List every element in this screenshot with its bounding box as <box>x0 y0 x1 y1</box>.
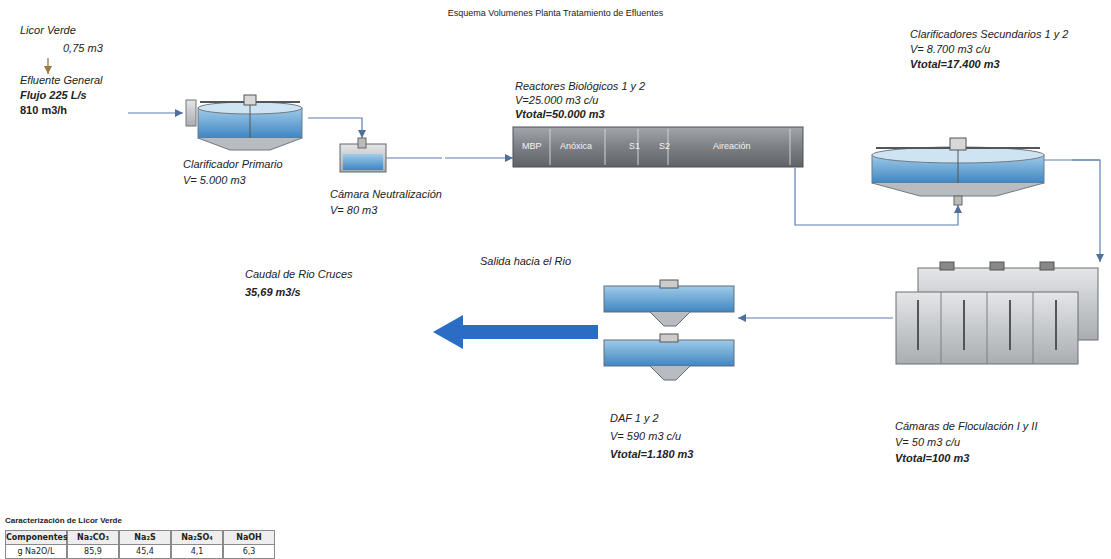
unit-label: Clarificadores Secundarios 1 y 2 <box>910 28 1068 41</box>
drawing-part <box>550 129 551 165</box>
flow-connector <box>128 112 183 113</box>
unit-label: V= 8.700 m3 c/u <box>910 43 990 56</box>
flow-connector <box>47 58 48 74</box>
unit-label: V= 50 m3 c/u <box>895 436 960 449</box>
table-cell: Na₂S <box>119 530 171 545</box>
drawing-part <box>940 262 954 270</box>
unit-label: Flujo 225 L/s <box>20 89 87 102</box>
flow-connector <box>795 168 958 225</box>
drawing-part <box>954 196 962 205</box>
equipment-unit: Clarificadores Secundarios 1 y 2 V= 8.700… <box>870 25 1072 205</box>
table-cell: Componentes <box>5 530 67 545</box>
drawing-part <box>198 138 302 150</box>
river-outflow-arrow <box>463 325 598 339</box>
flow-connector <box>308 118 362 138</box>
unit-label: Vtotal=1.180 m3 <box>610 448 693 461</box>
drawing-part <box>963 300 965 350</box>
edge-label: Salida hacia el Rio <box>478 255 573 268</box>
drawing-part <box>1009 300 1011 350</box>
zone-label: MBP <box>522 141 542 152</box>
unit-label: Cámaras de Floculación I y II <box>895 420 1037 433</box>
unit-label: Licor Verde <box>20 24 76 37</box>
flocculation-chambers-drawing <box>896 262 1098 364</box>
drawing-part <box>250 105 251 138</box>
equipment-unit: Cámara Neutralización V= 80 m3 <box>330 138 445 220</box>
unit-label: Reactores Biológicos 1 y 2 <box>515 80 645 93</box>
drawing-part <box>186 100 196 126</box>
unit-label: Vtotal=100 m3 <box>895 452 969 465</box>
drawing-part <box>896 292 1078 364</box>
source-label: Efluente GeneralFlujo 225 L/s 810 m3/h <box>18 74 128 120</box>
drawing-part <box>987 292 988 364</box>
drawing-part <box>513 127 803 167</box>
drawing-part <box>660 280 678 288</box>
drawing-part <box>990 262 1004 270</box>
river-label: Caudal de Rio Cruces 35,69 m3/s <box>243 266 433 346</box>
unit-label: Efluente General <box>20 74 103 87</box>
table-cell: 85,9 <box>67 544 119 559</box>
unit-label: V=25.000 m3 c/u <box>515 94 598 107</box>
table-cell: 45,4 <box>119 544 171 559</box>
drawing-part <box>358 138 366 148</box>
flow-connector <box>738 317 893 318</box>
unit-label: Cámara Neutralización <box>330 188 442 201</box>
zone-label: Aireación <box>713 141 751 152</box>
drawing-part <box>950 138 966 150</box>
drawing-part <box>604 340 734 366</box>
drawing-part <box>244 95 256 105</box>
unit-label: V= 80 m3 <box>330 204 377 217</box>
unit-label: 810 m3/h <box>20 104 67 117</box>
equipment-unit: DAF 1 y 2 V= 590 m3 c/uVtotal=1.180 m3 <box>598 282 738 472</box>
unit-label: Vtotal=50.000 m3 <box>515 108 605 121</box>
daf-units-drawing <box>604 280 734 380</box>
source-label: Licor Verde 0,75 m3 <box>18 22 128 58</box>
unit-label: Clarificador Primario <box>183 158 283 171</box>
primary-clarifier-drawing <box>186 95 302 150</box>
table-cell: Na₂SO₄ <box>171 530 223 545</box>
drawing-part <box>941 292 942 364</box>
drawing-part <box>958 150 959 183</box>
drawing-part <box>790 129 791 165</box>
unit-label: V= 5.000 m3 <box>183 174 246 187</box>
unit-label: DAF 1 y 2 <box>610 412 659 425</box>
flow-connector <box>1072 160 1100 262</box>
drawing-part <box>604 286 734 312</box>
table-cell: 4,1 <box>171 544 223 559</box>
equipment-unit: Cámaras de Floculación I y II V= 50 m3 c/… <box>893 262 1103 472</box>
drawing-part <box>605 129 606 165</box>
table-cell: 6,3 <box>223 544 275 559</box>
neutralization-chamber-drawing <box>340 138 442 172</box>
zone-label: S1 <box>629 141 640 152</box>
equipment-unit: Clarificador Primario V= 5.000 m3 <box>183 92 308 192</box>
diagram-title: Esquema Volumenes Planta Tratamiento de … <box>0 8 1111 19</box>
unit-label: 35,69 m3/s <box>245 286 301 299</box>
flow-connector <box>445 157 513 158</box>
table-cell: NaOH <box>223 530 275 545</box>
drawing-part <box>1055 300 1057 350</box>
outlet-pipe <box>386 157 442 158</box>
drawing-part <box>872 183 1044 196</box>
unit-label: Caudal de Rio Cruces <box>245 268 353 281</box>
equipment-unit: Reactores Biológicos 1 y 2V=25.000 m3 c/… <box>513 80 803 168</box>
unit-label: Vtotal=17.400 m3 <box>910 58 1000 71</box>
drawing-part <box>650 366 690 380</box>
drawing-part <box>1033 292 1034 364</box>
drawing-part <box>1040 262 1054 270</box>
zone-label: Anóxica <box>560 141 592 152</box>
biological-reactor-drawing <box>513 127 803 167</box>
secondary-clarifier-drawing <box>872 138 1100 205</box>
table-caption: Caracterización de Licor Verde <box>5 516 122 526</box>
table-cell: g Na2O/L <box>5 544 67 559</box>
drawing-part <box>660 334 678 342</box>
drawing-part <box>650 312 690 326</box>
drawing-part <box>917 300 919 350</box>
table-cell: Na₂CO₃ <box>67 530 119 545</box>
zone-label: S2 <box>659 141 670 152</box>
drawing-part <box>343 154 383 170</box>
unit-label: 0,75 m3 <box>63 42 103 55</box>
unit-label: V= 590 m3 c/u <box>610 430 681 443</box>
